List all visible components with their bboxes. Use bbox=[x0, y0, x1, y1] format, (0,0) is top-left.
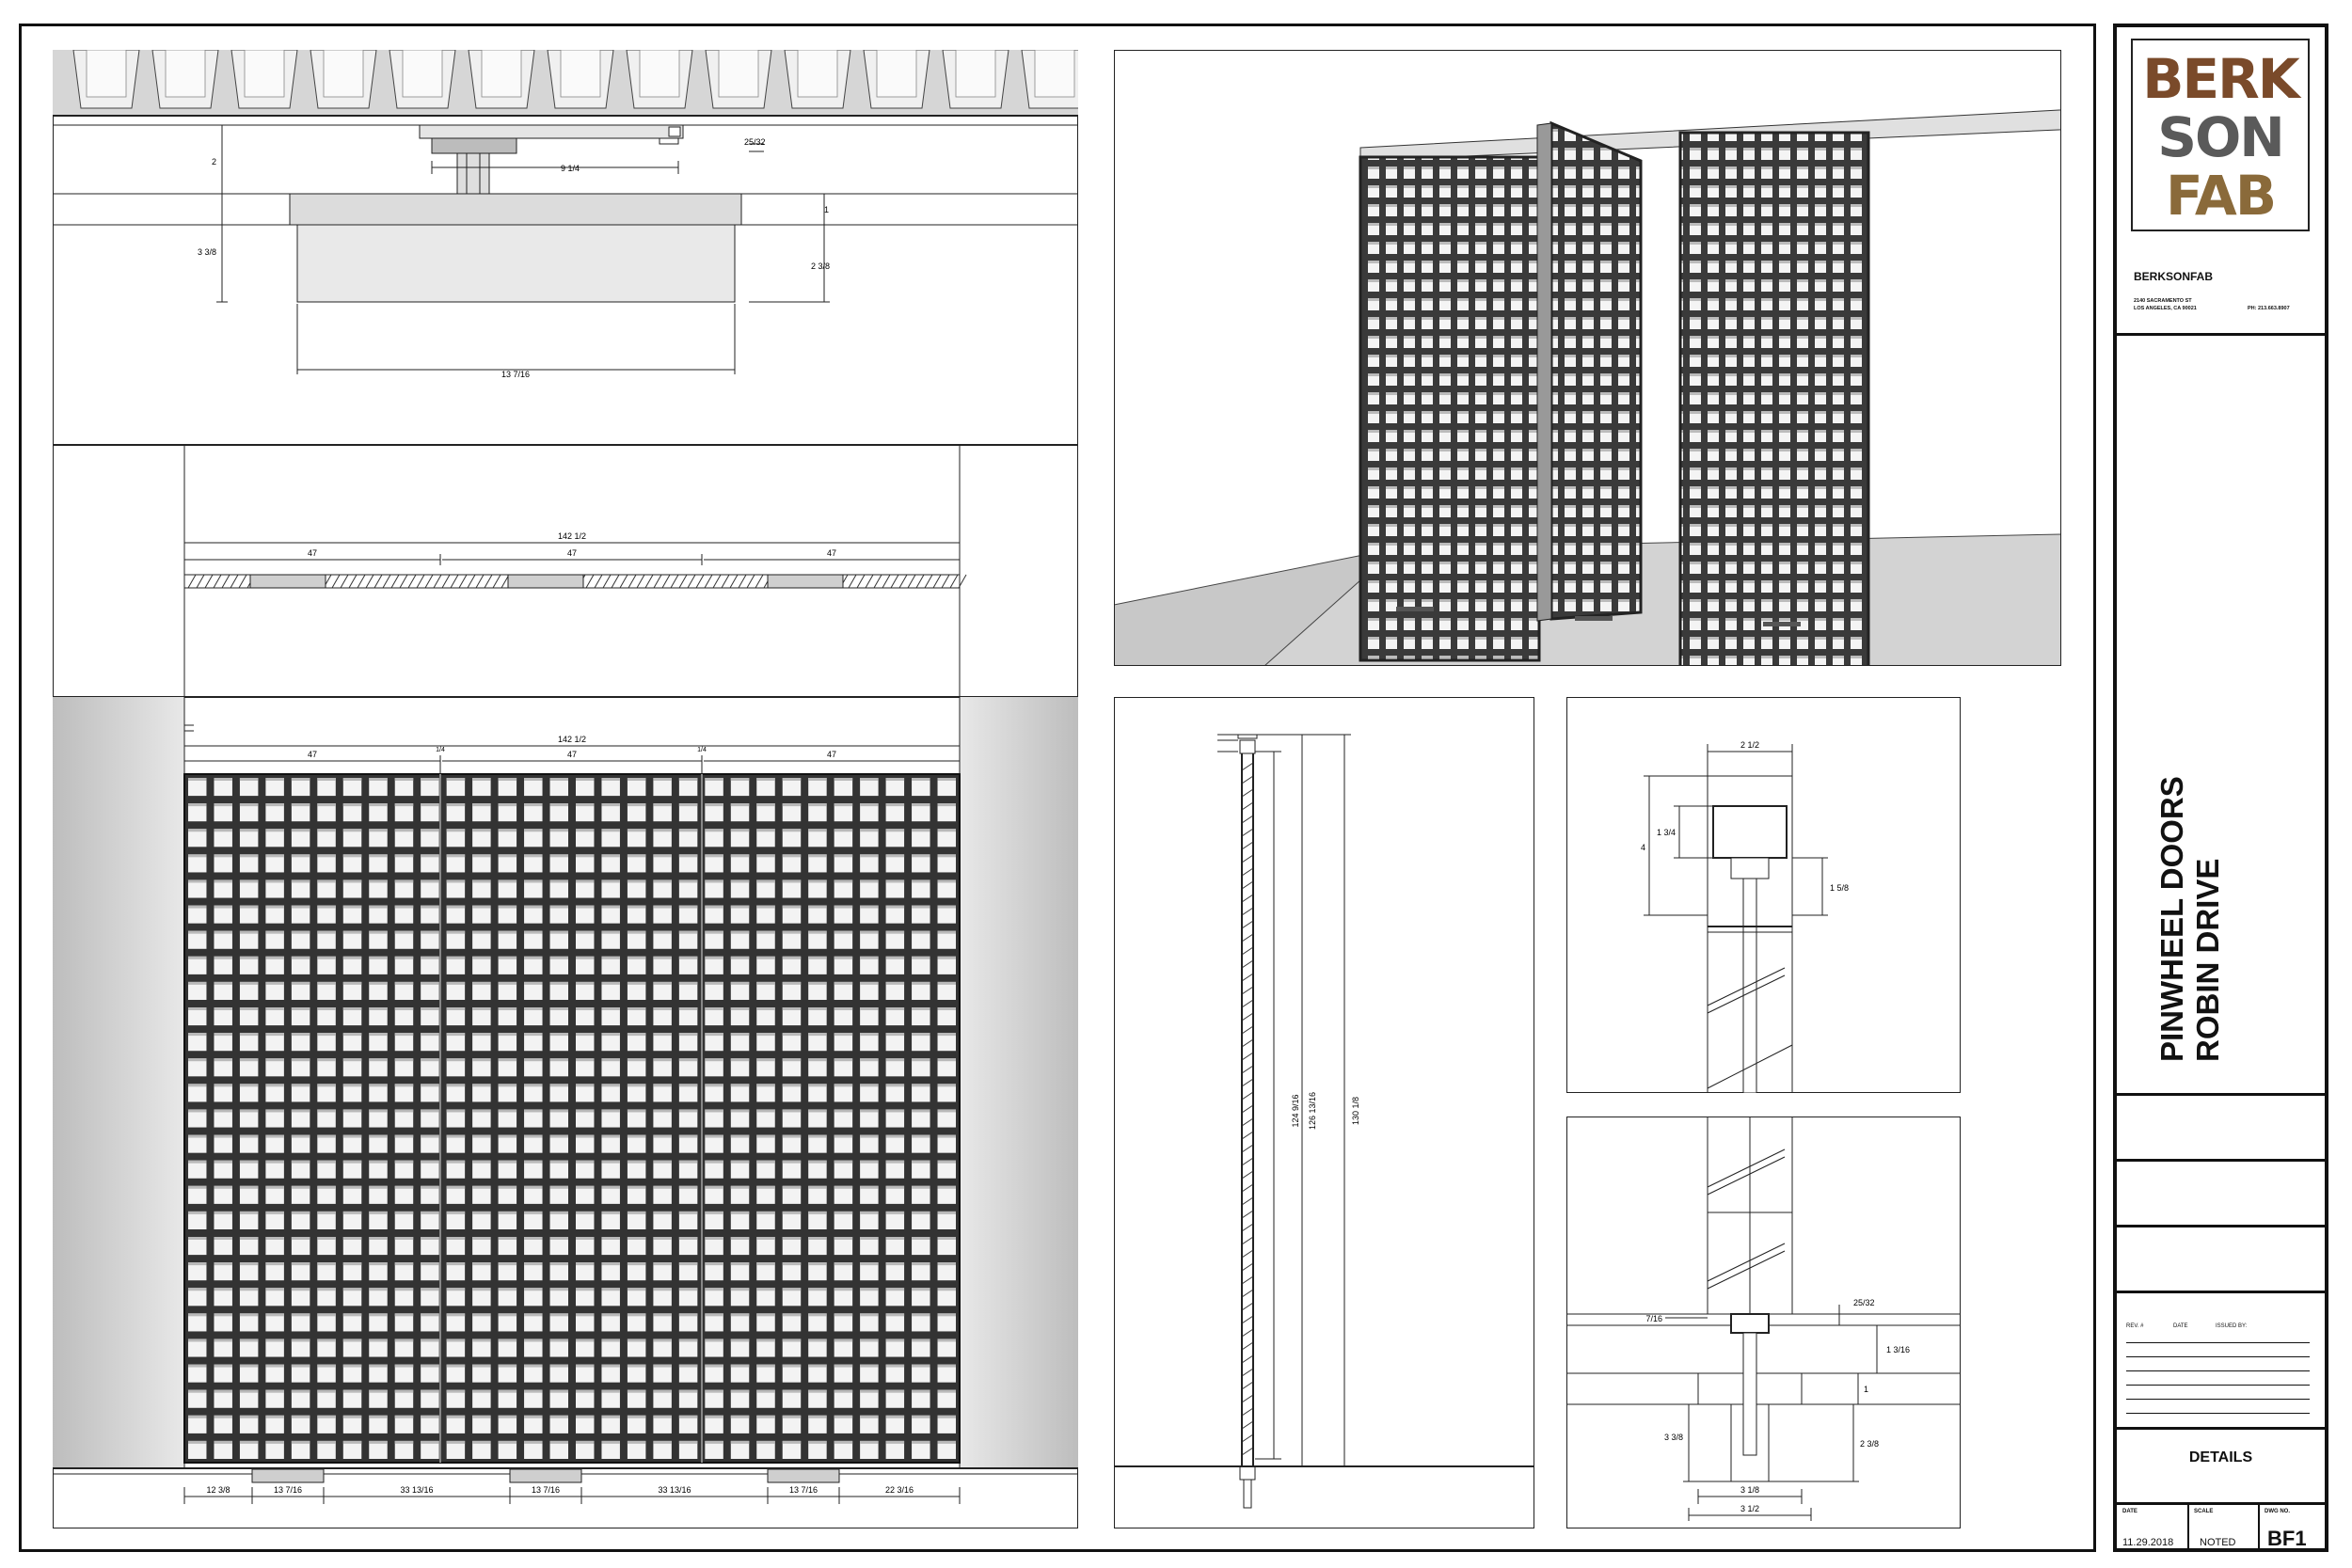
logo-line-3: FAB bbox=[2165, 164, 2277, 228]
dim-2-3-8-bottom: 2 3/8 bbox=[1860, 1439, 1879, 1449]
rev-line-4 bbox=[2126, 1385, 2310, 1386]
project-title: PINWHEEL DOORS ROBIN DRIVE bbox=[2154, 776, 2226, 1062]
dim-4: 4 bbox=[1641, 843, 1645, 852]
plan-view: 142 1/2 47 47 47 bbox=[53, 445, 1078, 697]
tb-divider-7 bbox=[2117, 1502, 2325, 1505]
elev-overall-dim: 142 1/2 bbox=[558, 735, 586, 744]
dim-1-3-16: 1 3/16 bbox=[1886, 1345, 1910, 1354]
dim-2: 2 bbox=[212, 157, 216, 166]
title-block: BERK SON FAB BERKSONFAB 2140 SACRAMENTO … bbox=[2113, 24, 2328, 1552]
pivot-top-detail: 2 1/2 4 1 3/4 1 5/8 bbox=[1566, 697, 1961, 1093]
dwg-label: DWG NO. bbox=[2265, 1509, 2290, 1514]
company-logo: BERK SON FAB bbox=[2131, 39, 2310, 231]
elev-bottom-dim-3: 33 13/16 bbox=[400, 1485, 433, 1495]
elev-gap-dim-2: 1/4 bbox=[697, 747, 707, 753]
elev-bottom-dim-5: 33 13/16 bbox=[658, 1485, 691, 1495]
rev-line-5 bbox=[2126, 1399, 2310, 1400]
scale-label: SCALE bbox=[2194, 1509, 2214, 1514]
elev-panel-dim-2: 47 bbox=[567, 750, 577, 759]
rev-line-2 bbox=[2126, 1356, 2310, 1357]
rev-line-6 bbox=[2126, 1413, 2310, 1414]
section-view: 124 9/16 126 13/16 130 1/8 bbox=[1114, 697, 1534, 1528]
dwg-value: BF1 bbox=[2267, 1527, 2307, 1550]
dim-3-1-2: 3 1/2 bbox=[1740, 1504, 1759, 1513]
address-line-1: 2140 SACRAMENTO ST bbox=[2134, 298, 2192, 304]
tb-divider-4 bbox=[2117, 1225, 2325, 1227]
elev-panel-dim-1: 47 bbox=[308, 750, 317, 759]
dim-25-32-bottom: 25/32 bbox=[1853, 1298, 1875, 1307]
plan-panel-dim-1: 47 bbox=[308, 548, 317, 558]
rev-line-3 bbox=[2126, 1370, 2310, 1371]
tb-divider-1 bbox=[2117, 333, 2325, 336]
dim-126-13-16: 126 13/16 bbox=[1308, 1092, 1317, 1130]
elev-bottom-dim-7: 22 3/16 bbox=[885, 1485, 914, 1495]
date-value: 11.29.2018 bbox=[2122, 1537, 2174, 1548]
company-name: BERKSONFAB bbox=[2134, 270, 2214, 283]
dim-7-16: 7/16 bbox=[1645, 1314, 1662, 1323]
elev-bottom-dim-2: 13 7/16 bbox=[274, 1485, 302, 1495]
pivot-bottom-detail: 25/32 7/16 1 3/16 1 3 3/8 2 3/8 3 1/8 3 … bbox=[1566, 1117, 1961, 1528]
dim-130-1-8: 130 1/8 bbox=[1351, 1097, 1360, 1125]
elevation-view: 142 1/2 47 47 47 1/4 1/4 12 3/8 13 7/16 … bbox=[53, 697, 1078, 1528]
plan-overall-dim: 142 1/2 bbox=[558, 531, 586, 541]
tb-vsep-2 bbox=[2258, 1502, 2260, 1552]
elev-bottom-dim-6: 13 7/16 bbox=[789, 1485, 818, 1495]
dim-124-9-16: 124 9/16 bbox=[1291, 1094, 1300, 1127]
project-title-line-2: ROBIN DRIVE bbox=[2190, 858, 2225, 1062]
rev-date-label: DATE bbox=[2173, 1323, 2188, 1329]
dim-1: 1 bbox=[824, 205, 829, 214]
perspective-render bbox=[1114, 50, 2061, 666]
dim-13-7-16: 13 7/16 bbox=[501, 370, 530, 379]
elev-bottom-dim-4: 13 7/16 bbox=[532, 1485, 560, 1495]
plan-panel-dim-2: 47 bbox=[567, 548, 577, 558]
elev-bottom-dim-1: 12 3/8 bbox=[206, 1485, 230, 1495]
elev-panel-dim-3: 47 bbox=[827, 750, 836, 759]
issued-by-label: ISSUED BY: bbox=[2216, 1323, 2248, 1329]
dim-1-bottom: 1 bbox=[1864, 1385, 1868, 1394]
dim-1-3-4: 1 3/4 bbox=[1657, 828, 1676, 837]
sheet-border bbox=[19, 24, 2096, 1552]
rev-label: REV. # bbox=[2126, 1323, 2144, 1329]
sheet-title: DETAILS bbox=[2188, 1449, 2253, 1465]
dim-2-3-8: 2 3/8 bbox=[811, 261, 830, 271]
dim-3-1-8: 3 1/8 bbox=[1740, 1485, 1759, 1495]
dim-3-3-8: 3 3/8 bbox=[198, 247, 216, 257]
dim-2-1-2: 2 1/2 bbox=[1740, 740, 1759, 750]
tb-divider-2 bbox=[2117, 1093, 2325, 1096]
tb-divider-5 bbox=[2117, 1291, 2325, 1293]
date-label: DATE bbox=[2122, 1509, 2137, 1514]
tb-divider-6 bbox=[2117, 1427, 2325, 1430]
dim-3-3-8-bottom: 3 3/8 bbox=[1664, 1433, 1683, 1442]
logo-line-2: SON bbox=[2157, 105, 2285, 169]
rev-line-1 bbox=[2126, 1342, 2310, 1343]
scale-value: NOTED bbox=[2200, 1537, 2236, 1548]
dim-9-1-4: 9 1/4 bbox=[561, 164, 580, 173]
top-pivot-detail: 2 25/32 9 1/4 1 3 3/8 2 3/8 13 7/16 bbox=[53, 50, 1078, 445]
address-line-2: LOS ANGELES, CA 90021 bbox=[2134, 306, 2197, 311]
project-title-line-1: PINWHEEL DOORS bbox=[2154, 776, 2189, 1062]
phone-number: PH: 213.663.8907 bbox=[2248, 306, 2290, 311]
plan-panel-dim-3: 47 bbox=[827, 548, 836, 558]
elev-gap-dim-1: 1/4 bbox=[436, 747, 445, 753]
tb-divider-3 bbox=[2117, 1159, 2325, 1162]
tb-vsep-1 bbox=[2187, 1502, 2189, 1552]
dim-25-32: 25/32 bbox=[744, 137, 766, 147]
dim-1-5-8: 1 5/8 bbox=[1830, 883, 1849, 893]
logo-line-1: BERK bbox=[2142, 47, 2299, 111]
